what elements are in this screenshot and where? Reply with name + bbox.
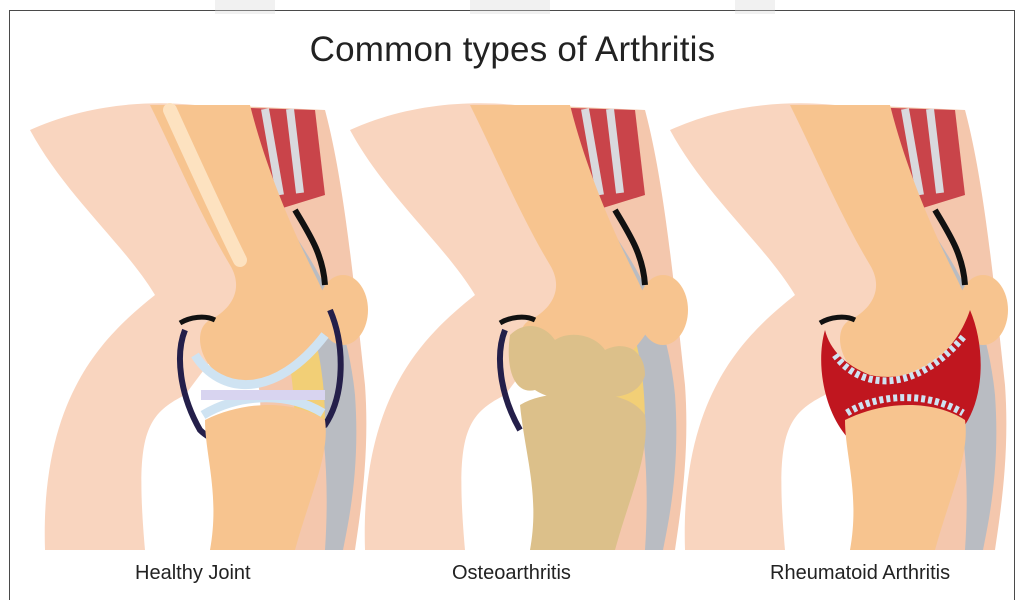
panel-rheumatoid-arthritis: [665, 95, 1025, 550]
panel-healthy-joint: [25, 95, 385, 550]
watermark-mark: [215, 0, 275, 14]
healthy-knee-illustration: [25, 95, 385, 550]
rheumatoid-knee-illustration: [665, 95, 1025, 550]
watermark-mark: [735, 0, 775, 14]
caption-rheumatoid-arthritis: Rheumatoid Arthritis: [770, 562, 950, 585]
osteoarthritis-knee-illustration: [345, 95, 705, 550]
watermark-mark: [470, 0, 550, 14]
caption-healthy-joint: Healthy Joint: [135, 562, 251, 585]
panel-osteoarthritis: [345, 95, 705, 550]
caption-osteoarthritis: Osteoarthritis: [452, 562, 571, 585]
figure-title: Common types of Arthritis: [0, 30, 1025, 70]
